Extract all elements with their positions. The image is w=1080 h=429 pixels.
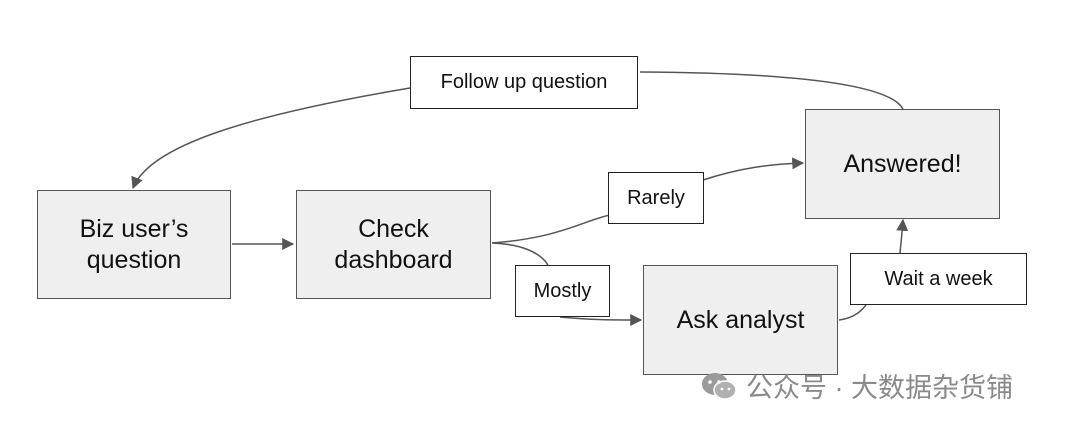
watermark: 公众号 · 大数据杂货铺 bbox=[700, 366, 1013, 405]
edge-label-rarely: Rarely bbox=[608, 172, 704, 224]
edge-label-mostly: Mostly bbox=[515, 265, 610, 317]
edge-dashboard-to-answered bbox=[491, 163, 803, 244]
node-biz-question: Biz user’s question bbox=[37, 190, 231, 299]
node-ask-analyst: Ask analyst bbox=[643, 265, 838, 375]
edge-label-wait-week: Wait a week bbox=[850, 253, 1027, 305]
node-check-dashboard: Check dashboard bbox=[296, 190, 491, 299]
edge-followup bbox=[133, 71, 904, 188]
edge-label-follow-up: Follow up question bbox=[410, 56, 638, 109]
wechat-icon bbox=[702, 372, 737, 400]
watermark-text: 公众号 · 大数据杂货铺 bbox=[746, 373, 1013, 403]
node-answered: Answered! bbox=[805, 109, 1000, 219]
edge-dashboard-to-analyst bbox=[491, 242, 641, 320]
edge-analyst-to-answered bbox=[838, 220, 903, 321]
